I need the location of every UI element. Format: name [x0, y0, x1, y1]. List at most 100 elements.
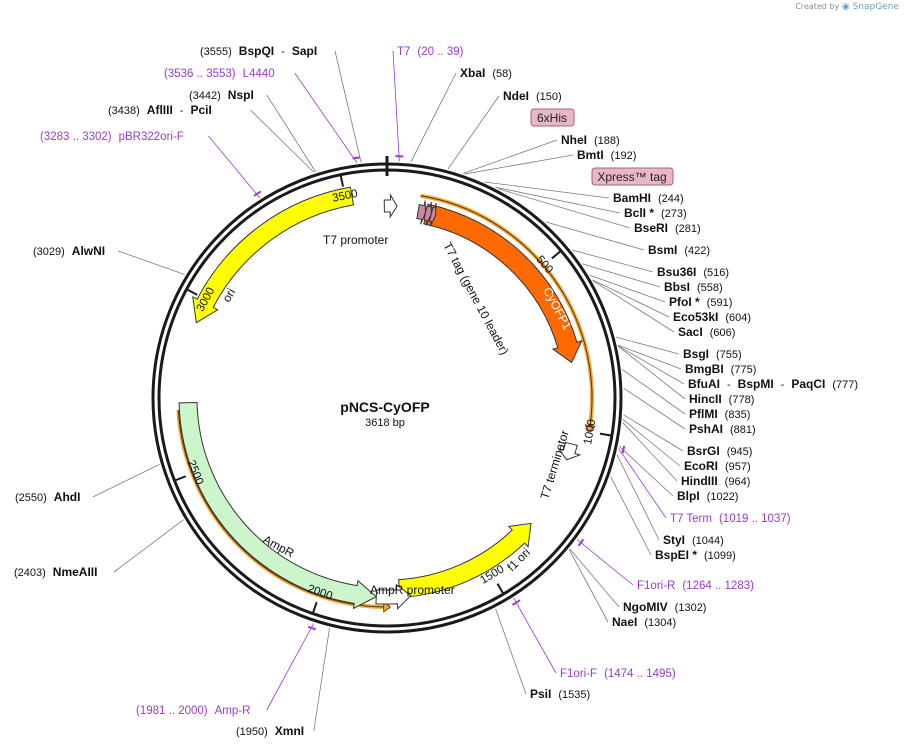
site-label-part: PshAI [689, 422, 723, 436]
site-label-text: BfuAI-BspMI-PaqCI(777) [688, 377, 858, 391]
leader-line [593, 281, 674, 332]
leader-line [570, 549, 619, 607]
site-label-part: PciI [190, 103, 211, 117]
site-label-part: BbsI [664, 280, 690, 294]
site-label-part: L4440 [243, 68, 275, 80]
site-label-pflmi: PflMI(835) [689, 407, 750, 421]
site-label-text: NgoMIV(1302) [623, 600, 706, 614]
site-label-part: NspI [228, 88, 254, 102]
site-label-part: BmtI [577, 148, 604, 162]
site-label-part: (58) [492, 68, 512, 80]
site-label-part: (881) [730, 424, 756, 436]
site-label-part: (778) [729, 394, 755, 406]
site-label-part: - [281, 46, 285, 58]
site-label-text: NdeI(150) [503, 89, 562, 103]
site-label-part: (606) [710, 327, 736, 339]
site-label-part: (1302) [675, 602, 707, 614]
site-label-part: (281) [675, 223, 701, 235]
leader-line [590, 275, 665, 302]
site-label-text: (3442)NspI [189, 88, 254, 102]
site-label-text: PfoI *(591) [669, 295, 732, 309]
site-label-part: (1304) [644, 617, 676, 629]
site-label-part: Eco53kI [673, 310, 718, 324]
site-label-part: NheI [561, 133, 587, 147]
leader-line [93, 464, 160, 497]
site-label-text: Bsu36I(516) [657, 265, 729, 279]
leader-line [617, 455, 659, 540]
site-label-part: NaeI [612, 615, 637, 629]
site-label-part: - [727, 379, 731, 391]
site-label-part: F1ori-F [560, 668, 597, 680]
site-label-part: AlwNI [72, 244, 105, 258]
site-label-bspqi: (3555)BspQI-SapI [200, 44, 317, 58]
leader-line [209, 136, 260, 198]
site-label-pbr: (3283 .. 3302)pBR322ori-F [40, 131, 184, 143]
leader-line [465, 155, 573, 174]
site-label-bmti: BmtI(192) [577, 148, 636, 162]
leader-line [314, 628, 330, 731]
site-label-text: F1ori-R(1264 .. 1283) [637, 580, 754, 592]
site-label-pshai: PshAI (881) [689, 422, 756, 436]
site-label-afliii: (3438)AflIII-PciI [108, 103, 212, 117]
site-label-part: (835) [725, 409, 751, 421]
site-label-saci: SacI (606) [678, 325, 735, 339]
site-label-pfoi: PfoI *(591) [669, 295, 732, 309]
site-label-l4440: (3536 .. 3553)L4440 [164, 68, 275, 80]
site-label-bfuai: BfuAI-BspMI-PaqCI(777) [688, 377, 858, 391]
site-label-part: BfuAI [688, 377, 720, 391]
leader-line [335, 51, 361, 162]
site-label-bbsi: BbsI (558) [664, 280, 723, 294]
site-label-part: HincII [689, 392, 722, 406]
site-label-bspei: BspEI *(1099) [655, 548, 736, 562]
leader-line [496, 609, 526, 694]
site-label-t7term: T7 Term(1019 .. 1037) [670, 513, 791, 525]
site-label-part: AhdI [54, 490, 81, 504]
site-label-text: BsrGI (945) [687, 444, 752, 458]
site-label-part: NmeAIII [53, 565, 98, 579]
site-label-part: (516) [703, 267, 729, 279]
site-label-text: (3536 .. 3553)L4440 [164, 68, 275, 80]
site-label-part: (945) [727, 446, 753, 458]
site-label-part: HindIII [681, 474, 718, 488]
site-label-part: BclI * [624, 206, 654, 220]
site-label-part: (558) [697, 282, 723, 294]
site-label-part: T7 Term [670, 513, 712, 525]
site-label-part: (964) [725, 476, 751, 488]
site-label-text: PsiI(1535) [530, 687, 590, 701]
site-label-text: NaeI (1304) [612, 615, 676, 629]
site-label-part: StyI [663, 533, 685, 547]
backbone [153, 156, 621, 632]
site-label-part: (422) [684, 245, 710, 257]
leader-line [623, 420, 680, 466]
site-label-part: BsrGI [687, 444, 720, 458]
site-label-bcli: BclI *(273) [624, 206, 687, 220]
site-label-part: BseRI [634, 221, 668, 235]
leader-line [411, 73, 456, 162]
site-label-part: (3555) [200, 46, 232, 58]
site-label-bamhi: BamHI(244) [613, 191, 684, 205]
site-label-text: T7 Term(1019 .. 1037) [670, 513, 791, 525]
site-label-part: XmnI [275, 724, 304, 738]
site-label-part: F1ori-R [637, 580, 675, 592]
site-label-text: (2550)AhdI [15, 490, 80, 504]
tick-mark [552, 251, 560, 258]
site-label-bmgbi: BmgBI(775) [685, 362, 756, 376]
site-label-ampr: (1981 .. 2000)Amp-R [136, 705, 250, 717]
site-label-part: (1044) [692, 535, 724, 547]
tag-box-6xhis: 6xHis [531, 109, 574, 126]
site-label-part: BsgI [683, 347, 709, 361]
leader-line [611, 477, 651, 555]
site-label-part: SacI [678, 325, 703, 339]
site-label-text: (1981 .. 2000)Amp-R [136, 705, 250, 717]
site-label-part: (2403) [14, 567, 46, 579]
site-label-text: EcoRI(957) [684, 459, 751, 473]
site-label-nspi: (3442)NspI [189, 88, 254, 102]
site-label-part: Amp-R [215, 705, 251, 717]
site-label-text: HincII (778) [689, 392, 754, 406]
site-label-hindiii: HindIII (964) [681, 474, 750, 488]
site-label-part: (3438) [108, 105, 140, 117]
site-label-ndei: NdeI(150) [503, 89, 562, 103]
leader-line [295, 73, 357, 163]
site-label-text: XbaI(58) [460, 66, 512, 80]
